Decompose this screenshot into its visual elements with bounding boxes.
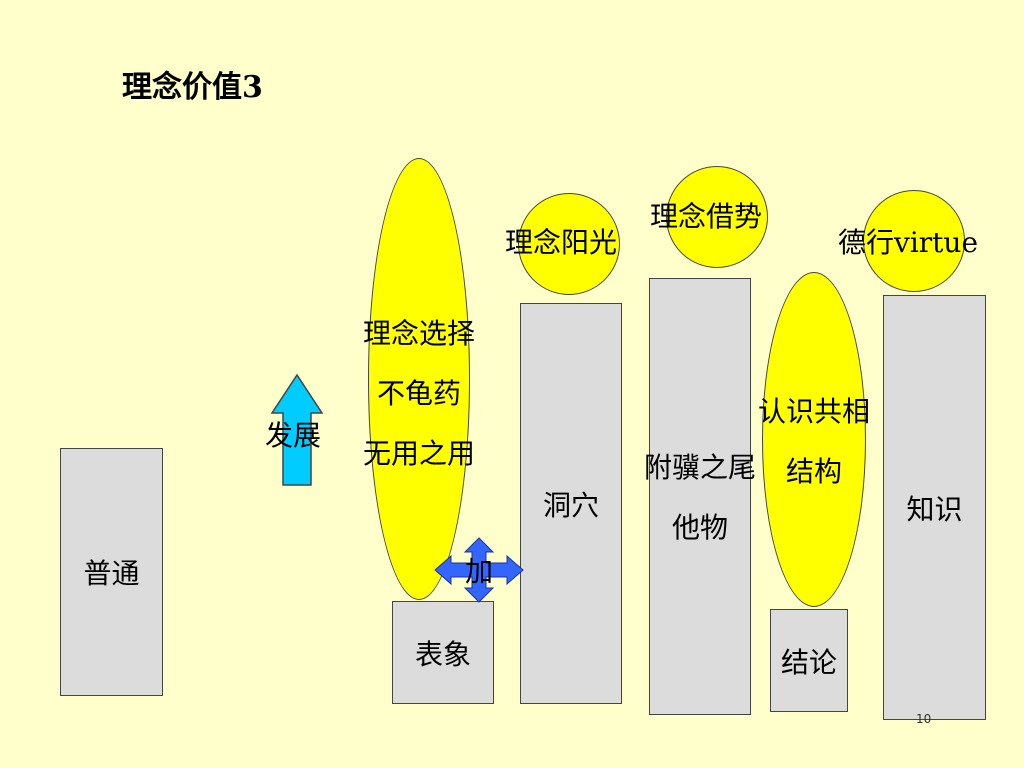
label-jia: 加 bbox=[465, 555, 494, 588]
box-jielun-label: 结论 bbox=[780, 645, 837, 679]
ellipse-line-1: 理念选择 bbox=[362, 317, 475, 350]
box-putong: 普通 bbox=[60, 448, 163, 696]
box-fuji-line-1: 附骥之尾 bbox=[643, 451, 756, 484]
slide-title: 理念价值3 bbox=[122, 70, 263, 105]
label-linian-yangguang: 理念阳光 bbox=[505, 226, 618, 259]
box-zhishi: 知识 bbox=[883, 295, 986, 720]
box-fuji-line-2: 他物 bbox=[671, 511, 728, 544]
ellipse-line-2: 不龟药 bbox=[376, 377, 461, 410]
label-dexing: 德行virtue bbox=[838, 226, 979, 259]
box-jielun: 结论 bbox=[770, 609, 848, 712]
page-number: 10 bbox=[916, 712, 932, 726]
box-fuji-zhiwei-text: 附骥之尾 他物 bbox=[632, 438, 768, 558]
circle-dexing bbox=[863, 190, 965, 292]
circle-linian-yangguang bbox=[518, 193, 620, 295]
box-zhishi-label: 知识 bbox=[906, 492, 963, 526]
ellipse-renshi-line-1: 认识共相 bbox=[757, 395, 870, 428]
box-dongxue-label: 洞穴 bbox=[542, 488, 599, 522]
ellipse-linian-xuanze-text: 理念选择 不龟药 无用之用 bbox=[346, 304, 492, 484]
box-putong-label: 普通 bbox=[83, 557, 140, 590]
box-dongxue: 洞穴 bbox=[520, 303, 622, 704]
ellipse-renshi-line-2: 结构 bbox=[785, 455, 842, 488]
ellipse-renshi-gongxiang-text: 认识共相 结构 bbox=[744, 382, 884, 502]
four-way-arrow-icon bbox=[434, 537, 524, 603]
ellipse-renshi-gongxiang bbox=[762, 272, 866, 607]
arrow-up-icon bbox=[270, 373, 324, 486]
box-biaoxiang: 表象 bbox=[392, 601, 494, 704]
box-fuji-zhiwei bbox=[649, 278, 751, 715]
circle-linian-jieshi bbox=[666, 166, 768, 268]
ellipse-linian-xuanze bbox=[368, 158, 470, 600]
ellipse-line-3: 无用之用 bbox=[362, 437, 475, 470]
label-linian-jieshi: 理念借势 bbox=[650, 200, 763, 233]
label-fazhan: 发展 bbox=[265, 419, 322, 452]
box-biaoxiang-label: 表象 bbox=[414, 637, 471, 671]
